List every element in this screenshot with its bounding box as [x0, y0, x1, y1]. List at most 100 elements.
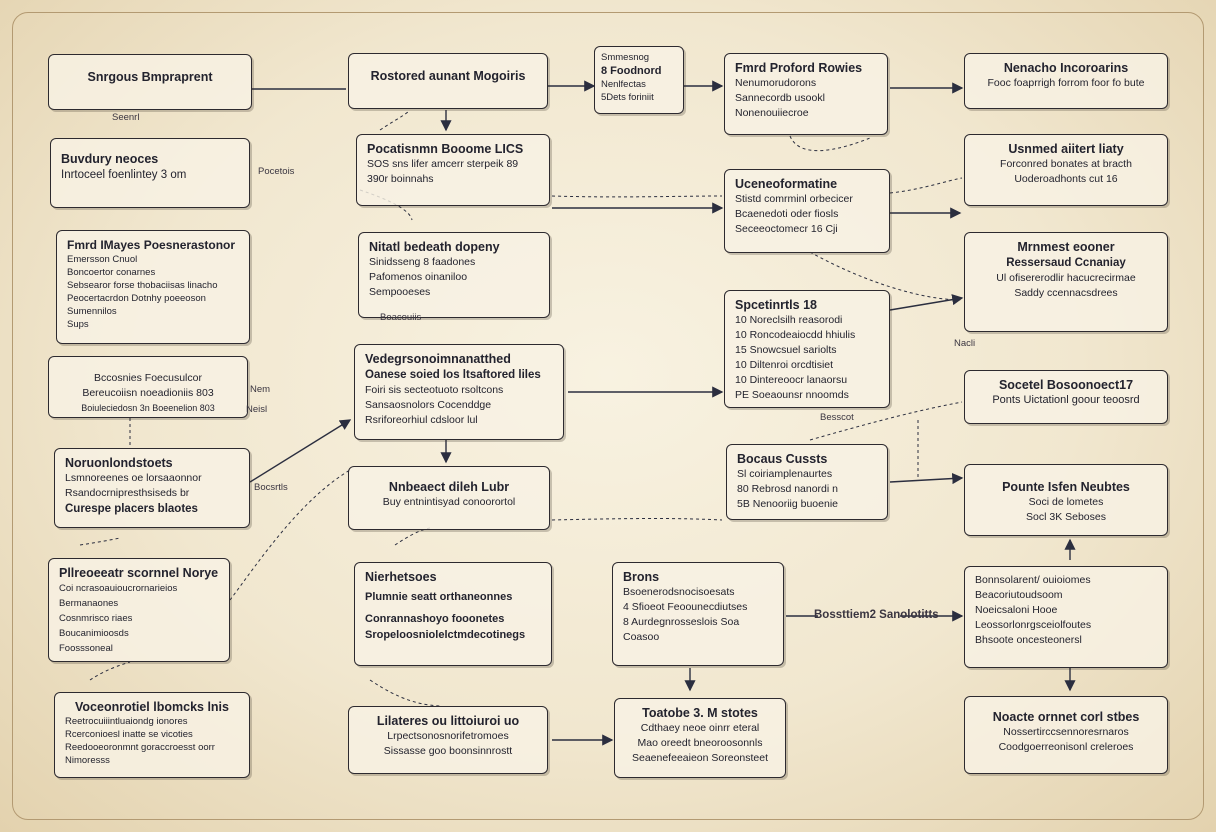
node-box[interactable]: Fmrd IMayes Poesnerastonor Emersson Cnuo…: [56, 230, 250, 344]
node-line: Bcaenedoti oder fiosls: [735, 208, 839, 220]
node-box[interactable]: Pounte Isfen Neubtes Soci de lometes Soc…: [964, 464, 1168, 536]
node-line: Reetrocuiiintluaiondg ionores: [65, 716, 188, 727]
node-title: Bonnsolarent/ ouioiomes: [975, 574, 1091, 586]
node-line: Sl coiriamplenaurtes: [737, 468, 833, 480]
node-box[interactable]: Bocaus Cussts Sl coiriamplenaurtes 80 Re…: [726, 444, 888, 520]
node-line: Emersson Cnuol: [67, 254, 138, 265]
node-box[interactable]: Voceonrotiel lbomcks lnis Reetrocuiiintl…: [54, 692, 250, 778]
node-box[interactable]: Nitatl bedeath dopeny Sinidsseng 8 faado…: [358, 232, 550, 318]
node-line: Cdthaey neoe oinrr eteral: [640, 722, 760, 734]
node-line: Forconred bonates at bracth: [1000, 158, 1132, 170]
node-box[interactable]: Nierhetsoes Plumnie seatt orthaneonnes C…: [354, 562, 552, 666]
node-title: Brons: [623, 570, 660, 584]
node-box[interactable]: Buvdury neoces Inrtoceel foenlintey 3 om: [50, 138, 250, 208]
node-box[interactable]: Rostored aunant Mogoiris: [348, 53, 548, 109]
diagram-frame: [12, 12, 1204, 820]
node-line: Nimoresss: [65, 755, 110, 766]
node-line: 10 Diltenroi orcdtisiet: [735, 359, 834, 371]
node-line: Saddy ccennacsdrees: [1014, 287, 1118, 299]
node-title: Nitatl bedeath dopeny: [369, 240, 500, 254]
node-line: 4 Sfioeot Feoounecdiutses: [623, 601, 748, 613]
node-line: Coi ncrasoauioucrornarieios: [59, 583, 178, 594]
node-line: Coodgoerreonisonl creleroes: [998, 741, 1134, 753]
node-box[interactable]: Smmesnog 8 Foodnord Nenlfectas 5Dets for…: [594, 46, 684, 114]
node-line: Mao oreedt bneoroosonnls: [637, 737, 763, 749]
node-box[interactable]: Noacte ornnet corl stbes Nossertirccsenn…: [964, 696, 1168, 774]
node-line: PE Soeaounsr nnoomds: [735, 389, 849, 401]
node-box[interactable]: Pocatisnmn Booome LICS SOS sns lifer amc…: [356, 134, 550, 206]
node-line: Plumnie seatt orthaneonnes: [365, 591, 513, 603]
connector-label: Nem: [250, 384, 271, 395]
node-line: Rcerconioesl inatte se vicoties: [65, 729, 193, 740]
node-line: Fooc foaprrigh forrom foor fo bute: [987, 77, 1145, 89]
connector-label: Seenrl: [112, 112, 140, 123]
node-box[interactable]: Pllreoeeatr scornnel Norye Coi ncrasoaui…: [48, 558, 230, 662]
node-line: 8 Foodnord: [601, 65, 662, 77]
node-title: Usnmed aiitert liaty: [1008, 142, 1124, 156]
node-box[interactable]: Nenacho Incoroarins Fooc foaprrigh forro…: [964, 53, 1168, 109]
node-title: Smmesnog: [601, 52, 650, 63]
node-line: Sansaosnolors Cocenddge: [365, 399, 492, 411]
node-box[interactable]: Noruonlondstoets Lsmnoreenes oe lorsaaon…: [54, 448, 250, 528]
connector-label: Nacli: [954, 338, 976, 349]
connector-label: Bossttiem2 Sanolotitts: [814, 609, 939, 621]
dashed-connector: [379, 111, 409, 131]
connector: [889, 294, 964, 311]
node-box[interactable]: Fmrd Proford Rowies Nenumorudorons Sanne…: [724, 53, 888, 135]
node-box[interactable]: Bonnsolarent/ ouioiomes Beacoriutoudsoom…: [964, 566, 1168, 668]
node-box[interactable]: Bccosnies Foecusulcor Bereucoiisn noeadi…: [48, 356, 248, 418]
dashed-connector: [369, 679, 441, 707]
node-title: Nierhetsoes: [365, 570, 437, 584]
node-box[interactable]: Uceneoformatine Stistd comrminl orbecice…: [724, 169, 890, 253]
node-line: Rsriforeorhiul cdsloor lul: [365, 414, 478, 426]
node-line: 5Dets foriniit: [601, 92, 654, 103]
connector-label: Bocsrtls: [254, 482, 288, 493]
node-box[interactable]: Spcetinrtls 18 10 Noreclsilh reasorodi 1…: [724, 290, 890, 408]
node-title: Vedegrsonoimnanatthed: [365, 352, 511, 366]
node-box[interactable]: Lilateres ou littoiuroi uo Lrpectsonosno…: [348, 706, 548, 774]
node-box[interactable]: Vedegrsonoimnanatthed Oanese soied Ios l…: [354, 344, 564, 440]
node-line: Buy entnintisyad conoorortol: [382, 496, 516, 508]
dashed-connector: [79, 537, 121, 546]
node-line: Pafomenos oinaniloo: [369, 271, 468, 283]
node-line: Nenlfectas: [601, 79, 646, 90]
node-line: 15 Snowcsuel sariolts: [735, 344, 837, 356]
node-line: Bsoenerodsnocisoesats: [623, 586, 735, 598]
connector-label: Neisl: [246, 404, 268, 415]
node-line: Socl 3K Seboses: [1026, 511, 1106, 523]
node-line: Sinidsseng 8 faadones: [369, 256, 476, 268]
node-line: Seaenefeeaieon Soreonsteet: [631, 752, 769, 764]
node-title: Pounte Isfen Neubtes: [1002, 480, 1130, 494]
node-line: 10 Dintereoocr lanaorsu: [735, 374, 848, 386]
connector-label: Boacouiis: [380, 312, 422, 323]
node-box[interactable]: Toatobe 3. M stotes Cdthaey neoe oinrr e…: [614, 698, 786, 778]
node-box[interactable]: Usnmed aiitert liaty Forconred bonates a…: [964, 134, 1168, 206]
dashed-connector: [89, 661, 131, 681]
node-title: Pocatisnmn Booome LICS: [367, 142, 524, 156]
node-box[interactable]: Brons Bsoenerodsnocisoesats 4 Sfioeot Fe…: [612, 562, 784, 666]
node-line: Coasoo: [623, 631, 660, 643]
node-line: Boiuleciedosn 3n Boeenelion 803: [81, 403, 215, 413]
node-line: Sups: [67, 319, 89, 330]
node-box[interactable]: Socetel Bosoonoect17 Ponts Uictationl go…: [964, 370, 1168, 424]
node-title: Bocaus Cussts: [737, 452, 828, 466]
node-box[interactable]: Mrnmest eooner Ressersaud Ccnaniay Ul of…: [964, 232, 1168, 332]
node-line: Conrannashoyo fooonetes: [365, 613, 505, 625]
node-line: 10 Roncodeaiocdd hhiulis: [735, 329, 856, 341]
node-line: Peocertacrdon Dotnhy poeeoson: [67, 293, 206, 304]
node-line: Lsmnoreenes oe lorsaaonnor: [65, 472, 202, 484]
node-title: Nenacho Incoroarins: [1003, 61, 1129, 75]
node-line: Rsandocrnipresthsiseds br: [65, 487, 190, 499]
node-line: Sempooeses: [369, 286, 431, 298]
node-line: Bermanaones: [59, 598, 119, 609]
node-line: Ul ofisererodlir hacucrecirmae: [996, 272, 1136, 284]
node-line: Sumennilos: [67, 306, 117, 317]
dashed-connector: [789, 135, 871, 152]
node-line: Bhsoote oncesteonersl: [975, 634, 1082, 646]
node-line: Reedooeoronmnt goraccroesst oorr: [65, 742, 215, 753]
node-line: Boncoertor conarnes: [67, 267, 156, 278]
node-line: Oanese soied Ios ltsaftored liles: [365, 369, 541, 381]
node-box[interactable]: Nnbeaect dileh Lubr Buy entnintisyad con…: [348, 466, 550, 530]
node-box[interactable]: Snrgous Bmpraprent: [48, 54, 252, 110]
node-line: Stistd comrminl orbecicer: [735, 193, 853, 205]
